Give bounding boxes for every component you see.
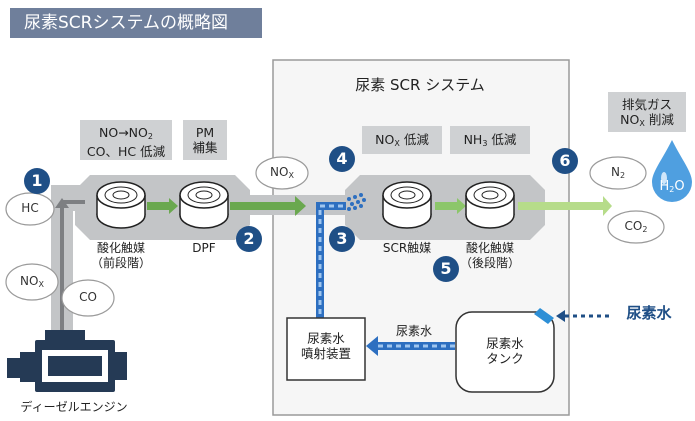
injector-box: [286, 317, 366, 381]
catalyst-front-icon: [96, 181, 146, 229]
green-arrow-2-head: [295, 196, 306, 216]
gas-clouds: [5, 156, 665, 317]
diagram-title: 尿素SCRシステムの概略図: [10, 8, 262, 38]
gas-hc: HC: [21, 201, 39, 215]
oxidation-front-line1: 酸化触媒: [96, 241, 145, 255]
pm-info-box: PM 補集: [183, 120, 227, 160]
step-badge-2: 2: [236, 226, 262, 252]
engine-label: ディーゼルエンジン: [20, 400, 128, 414]
tank-line2: タンク: [486, 351, 524, 366]
dpf-label: DPF: [192, 241, 216, 255]
catalyst-scr-icon: [382, 181, 432, 229]
tank-box: [455, 311, 555, 393]
injector-line1: 尿素水: [307, 331, 345, 346]
green-arrow-4-shaft: [518, 202, 603, 210]
pm-top-label: PM: [195, 125, 215, 140]
tank-line1: 尿素水: [486, 336, 524, 351]
stage1-info-box: NO→NO2 CO、HC 低減: [80, 120, 172, 160]
exhaust-top-label: 排気ガス: [621, 97, 672, 112]
tank-label: 尿素水 タンク: [456, 336, 554, 366]
step-badge-1: 1: [24, 168, 50, 194]
step-badge-4: 4: [329, 146, 355, 172]
scr-catalyst-label: SCR触媒: [382, 241, 432, 255]
oxidation-rear-line1: 酸化触媒: [465, 241, 514, 255]
nox-reduction-box: NOX 低減: [362, 126, 442, 154]
green-arrow-4-head: [603, 196, 612, 216]
stage1-top-label: NO→NO2: [99, 125, 153, 141]
catalyst-dpf-icon: [179, 181, 229, 229]
pm-bottom-label: 補集: [192, 140, 218, 155]
gas-nox: NOX: [20, 274, 44, 289]
oxidation-rear-line2: （後段階）: [459, 256, 520, 270]
oxidation-rear-label: 酸化触媒 （後段階）: [455, 241, 525, 271]
nox-reduction-label: NOX 低減: [375, 132, 429, 148]
output-co2: CO2: [624, 219, 648, 234]
nh3-reduction-label: NH3 低減: [463, 132, 517, 148]
urea-transfer-arrowhead: [366, 336, 378, 356]
output-h2o: H2O: [659, 179, 685, 194]
step-badge-5: 5: [433, 256, 459, 282]
oxidation-front-line2: （前段階）: [90, 256, 151, 270]
green-arrow-3-head: [457, 198, 466, 214]
gas-co: CO: [79, 290, 97, 304]
urea-input-label: 尿素水: [626, 304, 672, 322]
injector-line2: 噴射装置: [300, 346, 351, 361]
urea-feed-line-back: [316, 208, 324, 318]
nox-in-label: NOX: [270, 165, 294, 180]
nh3-reduction-box: NH3 低減: [450, 126, 530, 154]
exhaust-info-box: 排気ガス NOX 削減: [608, 92, 686, 132]
step-badge-6: 6: [552, 148, 578, 174]
stage1-bottom-label: CO、HC 低減: [86, 144, 166, 159]
urea-flow-label: 尿素水: [395, 324, 432, 338]
green-arrow-3-shaft: [435, 202, 457, 210]
urea-spray-icon: [347, 193, 366, 211]
output-n2: N2: [610, 165, 626, 180]
exhaust-bottom-label: NOX 削減: [620, 112, 674, 128]
scr-system-label: 尿素 SCR システム: [355, 76, 485, 94]
water-drop-icon: [652, 140, 692, 202]
engine-icon: [7, 330, 127, 392]
injector-label: 尿素水 噴射装置: [287, 331, 365, 361]
tank-cap: [534, 308, 554, 324]
oxidation-front-label: 酸化触媒 （前段階）: [86, 241, 156, 271]
green-arrow-1-head: [169, 198, 178, 214]
green-arrow-2-shaft: [230, 202, 295, 210]
green-arrow-1-shaft: [147, 202, 169, 210]
catalyst-rear-icon: [465, 181, 515, 229]
step-badge-3: 3: [329, 226, 355, 252]
